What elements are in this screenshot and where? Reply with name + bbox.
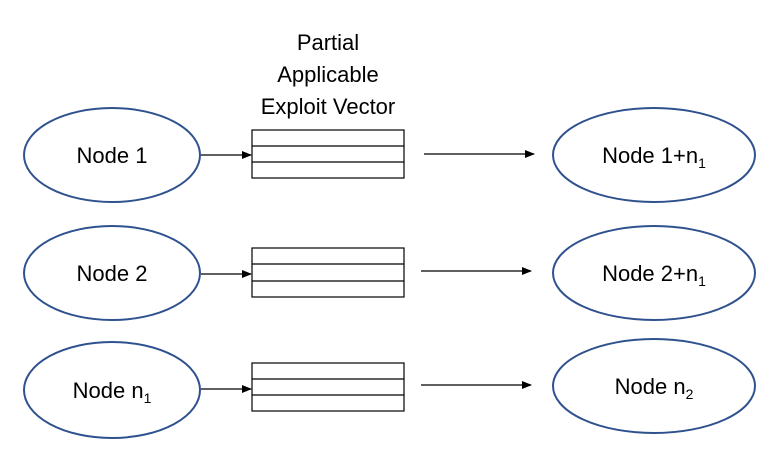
vector-1 — [251, 129, 405, 179]
target-node-3-text: Node n — [615, 374, 686, 399]
vector-3 — [251, 362, 405, 412]
row-2: Node 2 Node 2+n1 — [23, 225, 756, 321]
source-node-1[interactable] — [23, 107, 201, 203]
source-node-1-text: Node 1 — [77, 143, 148, 168]
source-node-2-text: Node 2 — [77, 261, 148, 286]
target-node-2-label: Node 2+n1 — [602, 261, 706, 289]
vector-label-line1: Partial — [297, 30, 359, 55]
target-node-3-sub: 2 — [686, 386, 694, 402]
target-node-1[interactable] — [552, 107, 756, 203]
vector-1-box — [251, 129, 405, 179]
row-3: Node n1 Node n2 — [23, 338, 756, 439]
vector-label-line3: Exploit Vector — [261, 94, 396, 119]
target-node-3-label: Node n2 — [615, 374, 694, 402]
target-node-1-sub: 1 — [698, 155, 706, 171]
target-node-2[interactable] — [552, 225, 756, 321]
source-node-2[interactable] — [23, 225, 201, 321]
vector-2 — [251, 247, 405, 298]
source-node-3-sub: 1 — [144, 390, 152, 406]
source-node-1-label: Node 1 — [77, 143, 148, 168]
target-node-1-text: Node 1+n — [602, 143, 698, 168]
target-node-2-text: Node 2+n — [602, 261, 698, 286]
target-node-2-sub: 1 — [698, 273, 706, 289]
target-node-1-label: Node 1+n1 — [602, 143, 706, 171]
source-node-3-label: Node n1 — [73, 378, 152, 406]
target-node-3[interactable] — [552, 338, 756, 434]
vector-2-box — [251, 247, 405, 298]
source-node-3[interactable] — [23, 341, 201, 439]
source-node-2-label: Node 2 — [77, 261, 148, 286]
vector-label-line2: Applicable — [277, 62, 379, 87]
vector-3-box — [251, 362, 405, 412]
source-node-3-text: Node n — [73, 378, 144, 403]
row-1: Node 1 Node 1+n1 — [23, 107, 756, 203]
